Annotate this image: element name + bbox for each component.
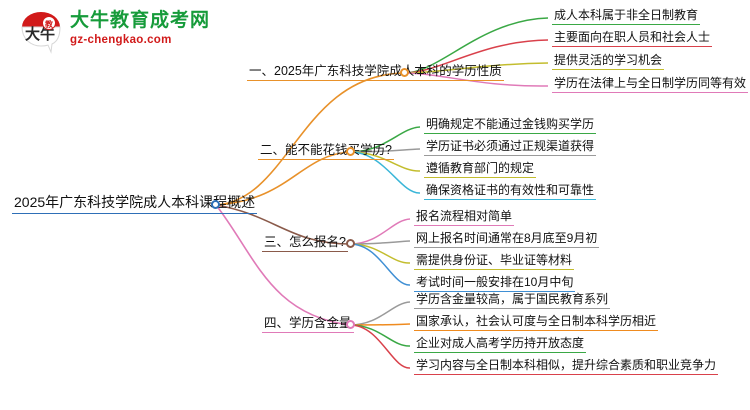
branch-label-1: 一、2025年广东科技学院成人本科的学历性质 <box>247 60 504 81</box>
leaf-node-1-3[interactable]: 提供灵活的学习机会 <box>552 51 665 70</box>
leaf-node-1-2[interactable]: 主要面向在职人员和社会人士 <box>552 28 713 47</box>
leaf-label-1-1: 成人本科属于非全日制教育 <box>552 6 701 25</box>
leaf-label-1-4: 学历在法律上与全日制学历同等有效 <box>552 74 749 93</box>
branch-label-3: 三、怎么报名? <box>262 231 348 252</box>
leaf-label-3-2: 网上报名时间通常在8月底至9月初 <box>414 229 600 248</box>
link-b3-leaf-4 <box>349 243 411 286</box>
branch-node-2[interactable]: 二、能不能花钱买学历? <box>258 139 394 160</box>
leaf-label-4-3: 企业对成人高考学历持开放态度 <box>414 334 587 353</box>
logo-wordmark: 大牛教育成考网 gz-chengkao.com <box>70 10 210 47</box>
link-b3-leaf-1 <box>349 218 411 245</box>
leaf-label-2-3: 遵循教育部门的规定 <box>424 159 537 178</box>
link-b4-leaf-3 <box>349 324 411 347</box>
link-b4-leaf-4 <box>349 324 411 369</box>
leaf-node-2-3[interactable]: 遵循教育部门的规定 <box>424 159 537 178</box>
branch-label-2: 二、能不能花钱买学历? <box>258 139 394 160</box>
branch-node-3[interactable]: 三、怎么报名? <box>262 231 348 252</box>
logo-brand-name: 大牛教育成考网 <box>70 10 211 31</box>
link-b3-leaf-2 <box>349 240 411 245</box>
node-dot-branch-1[interactable] <box>400 68 409 77</box>
leaf-node-1-4[interactable]: 学历在法律上与全日制学历同等有效 <box>552 74 749 93</box>
leaf-node-2-1[interactable]: 明确规定不能通过金钱购买学历 <box>424 115 597 134</box>
leaf-node-4-3[interactable]: 企业对成人高考学历持开放态度 <box>414 334 587 353</box>
leaf-node-1-1[interactable]: 成人本科属于非全日制教育 <box>552 6 701 25</box>
branch-label-4: 四、学历含金量 <box>262 312 354 333</box>
leaf-label-3-4: 考试时间一般安排在10月中旬 <box>414 273 576 292</box>
branch-node-4[interactable]: 四、学历含金量 <box>262 312 354 333</box>
leaf-label-4-1: 学历含金量较高，属于国民教育系列 <box>414 290 611 309</box>
leaf-node-2-2[interactable]: 学历证书必须通过正规渠道获得 <box>424 137 597 156</box>
branch-node-1[interactable]: 一、2025年广东科技学院成人本科的学历性质 <box>247 60 504 81</box>
leaf-node-4-4[interactable]: 学习内容与全日制本科相似，提升综合素质和职业竞争力 <box>414 356 719 375</box>
node-dot-branch-4[interactable] <box>346 320 355 329</box>
leaf-label-1-2: 主要面向在职人员和社会人士 <box>552 28 713 47</box>
mindmap-root-node[interactable]: 2025年广东科技学院成人本科课程概述 <box>12 192 258 214</box>
leaf-node-2-4[interactable]: 确保资格证书的有效性和可靠性 <box>424 181 597 200</box>
leaf-label-3-1: 报名流程相对简单 <box>414 207 515 226</box>
link-b4-leaf-2 <box>349 323 411 326</box>
leaf-node-4-2[interactable]: 国家承认，社会认可度与全日制本科学历相近 <box>414 312 659 331</box>
leaf-label-2-4: 确保资格证书的有效性和可靠性 <box>424 181 597 200</box>
link-b4-leaf-1 <box>349 301 411 326</box>
leaf-node-3-2[interactable]: 网上报名时间通常在8月底至9月初 <box>414 229 600 248</box>
mindmap-root-label: 2025年广东科技学院成人本科课程概述 <box>12 192 258 214</box>
node-dot-branch-2[interactable] <box>346 147 355 156</box>
leaf-node-3-1[interactable]: 报名流程相对简单 <box>414 207 515 226</box>
site-logo: 大牛 教 大牛教育成考网 gz-chengkao.com <box>18 8 218 56</box>
leaf-label-2-1: 明确规定不能通过金钱购买学历 <box>424 115 597 134</box>
node-dot-root[interactable] <box>211 200 220 209</box>
logo-brand-url: gz-chengkao.com <box>70 34 172 46</box>
leaf-label-4-4: 学习内容与全日制本科相似，提升综合素质和职业竞争力 <box>414 356 719 375</box>
leaf-label-2-2: 学历证书必须通过正规渠道获得 <box>424 137 597 156</box>
leaf-node-3-3[interactable]: 需提供身份证、毕业证等材料 <box>414 251 575 270</box>
leaf-label-3-3: 需提供身份证、毕业证等材料 <box>414 251 575 270</box>
da-niu-logo-mark: 大牛 教 <box>18 10 64 54</box>
leaf-node-4-1[interactable]: 学历含金量较高，属于国民教育系列 <box>414 290 611 309</box>
leaf-label-1-3: 提供灵活的学习机会 <box>552 51 665 70</box>
leaf-label-4-2: 国家承认，社会认可度与全日制本科学历相近 <box>414 312 659 331</box>
link-b3-leaf-3 <box>349 243 411 264</box>
svg-text:教: 教 <box>44 19 54 29</box>
leaf-node-3-4[interactable]: 考试时间一般安排在10月中旬 <box>414 273 576 292</box>
link-root-to-branch-4 <box>215 204 351 326</box>
node-dot-branch-3[interactable] <box>346 239 355 248</box>
